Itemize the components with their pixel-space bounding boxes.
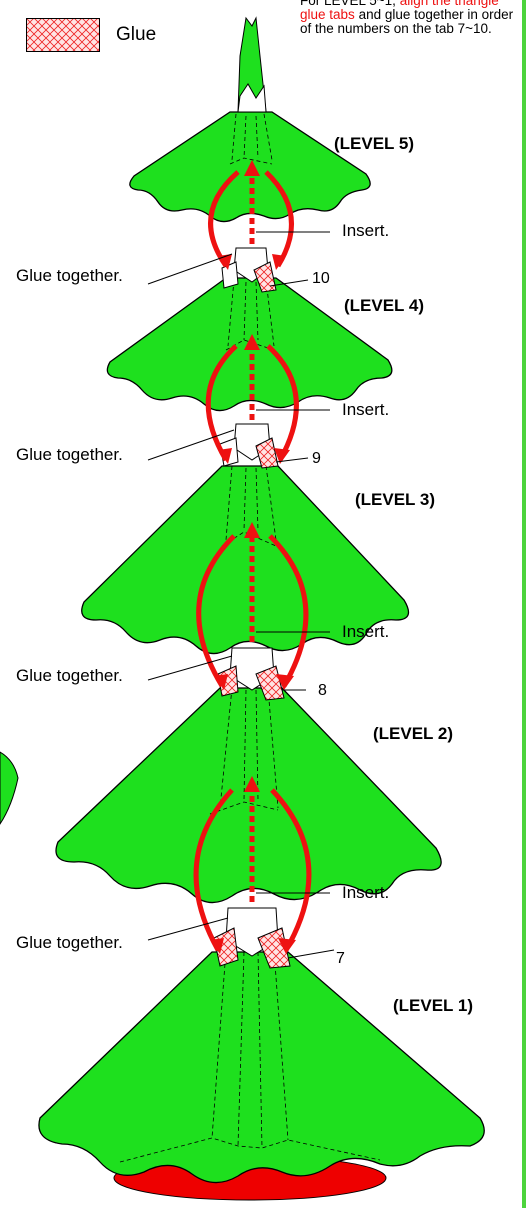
glue-swatch <box>26 18 100 52</box>
level-1-label: (LEVEL 1) <box>393 996 473 1015</box>
tab-number-1: 10 <box>312 270 330 287</box>
instruction-note: For LEVEL 5~1, align the triangle glue t… <box>300 0 515 36</box>
level-2-label: (LEVEL 2) <box>373 724 453 743</box>
tree-level-3 <box>81 465 410 655</box>
joint-level-4 <box>221 247 277 293</box>
insert-label-1: Insert. <box>342 221 390 240</box>
glue-label-2: Glue together. <box>16 445 123 464</box>
joint-level-2 <box>217 647 285 701</box>
glue-legend: Glue <box>22 14 172 54</box>
level-3-label: (LEVEL 3) <box>355 490 435 509</box>
partial-tree-left <box>0 751 19 825</box>
leader-lines <box>147 231 335 959</box>
joint-pieces <box>213 247 291 969</box>
glue-label-4: Glue together. <box>16 933 123 952</box>
joint-level-1 <box>213 907 291 969</box>
page-border-right <box>522 0 526 1208</box>
tree-level-2 <box>55 687 442 904</box>
note-prefix: For LEVEL 5~1, <box>300 0 396 8</box>
tab-number-2: 9 <box>312 450 321 467</box>
level-5-label: (LEVEL 5) <box>334 134 414 153</box>
tab-number-3: 8 <box>318 682 327 699</box>
insert-label-4: Insert. <box>342 883 390 902</box>
level-4-label: (LEVEL 4) <box>344 296 424 315</box>
insert-label-2: Insert. <box>342 400 390 419</box>
insert-arrows <box>193 170 312 952</box>
note-suffix: and glue together in order of the number… <box>300 7 514 36</box>
arrow-heads <box>210 160 296 954</box>
joint-level-3 <box>219 423 279 469</box>
glue-legend-label: Glue <box>116 24 157 45</box>
glue-label-1: Glue together. <box>16 266 123 285</box>
glue-label-3: Glue together. <box>16 666 123 685</box>
tab-number-4: 7 <box>336 950 345 967</box>
tree-level-1 <box>38 951 485 1184</box>
tree-top-spire <box>237 16 267 113</box>
insert-label-3: Insert. <box>342 622 390 641</box>
note-highlight: align the triangle glue tabs <box>300 0 499 22</box>
